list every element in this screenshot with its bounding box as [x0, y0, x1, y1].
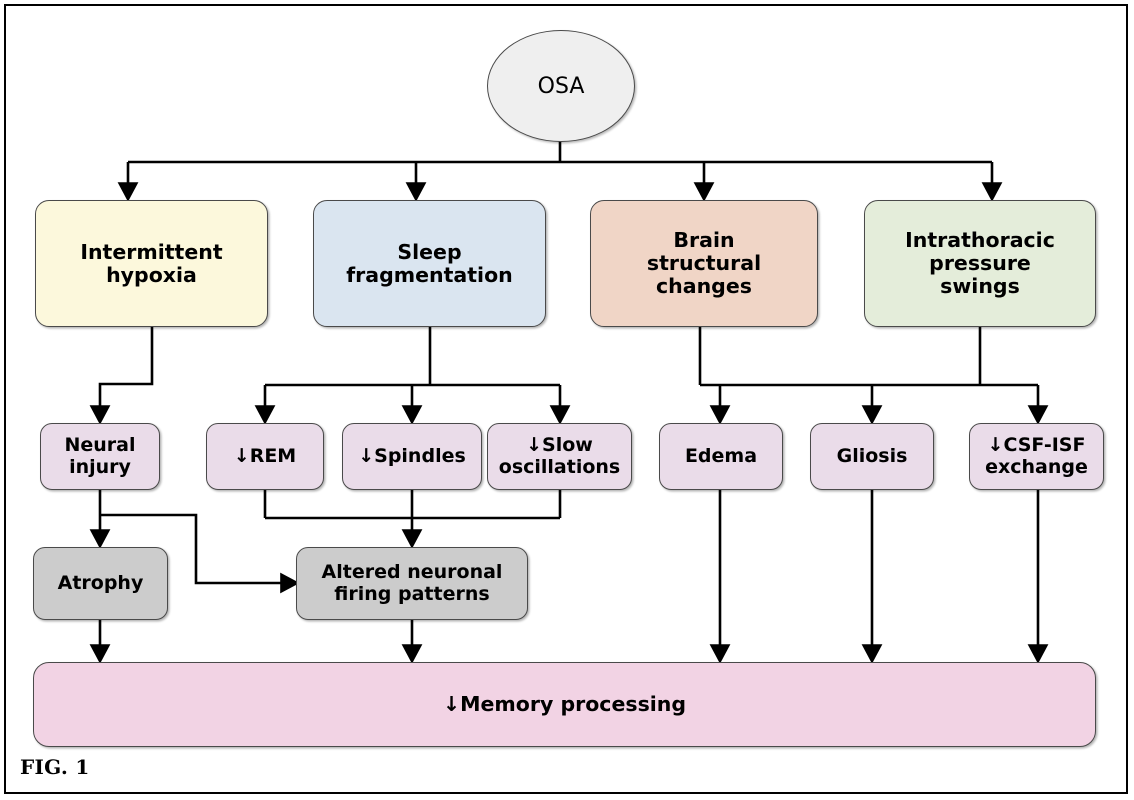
node-spindles-label: ↓Spindles	[358, 444, 466, 467]
node-atrophy-label: Atrophy	[57, 571, 144, 594]
figure-caption: FIG. 1	[20, 755, 90, 779]
node-edema[interactable]: Edema	[659, 423, 783, 490]
edge-hypoxia-neural	[89, 327, 154, 425]
figure-border	[4, 4, 1128, 794]
node-gliosis-label: Gliosis	[836, 444, 908, 467]
node-gliosis[interactable]: Gliosis	[810, 423, 934, 490]
node-atrophy[interactable]: Atrophy	[33, 547, 168, 620]
node-rem[interactable]: ↓REM	[206, 423, 324, 490]
node-osa-label: OSA	[537, 73, 585, 99]
node-spindles[interactable]: ↓Spindles	[342, 423, 482, 490]
node-rem-label: ↓REM	[233, 444, 297, 467]
edge-neural-firing	[100, 513, 300, 594]
node-edema-label: Edema	[684, 444, 758, 467]
node-osa[interactable]: OSA	[487, 30, 635, 142]
node-memory-processing[interactable]: ↓Memory processing	[33, 662, 1096, 747]
node-memory-processing-label: ↓Memory processing	[442, 692, 687, 717]
